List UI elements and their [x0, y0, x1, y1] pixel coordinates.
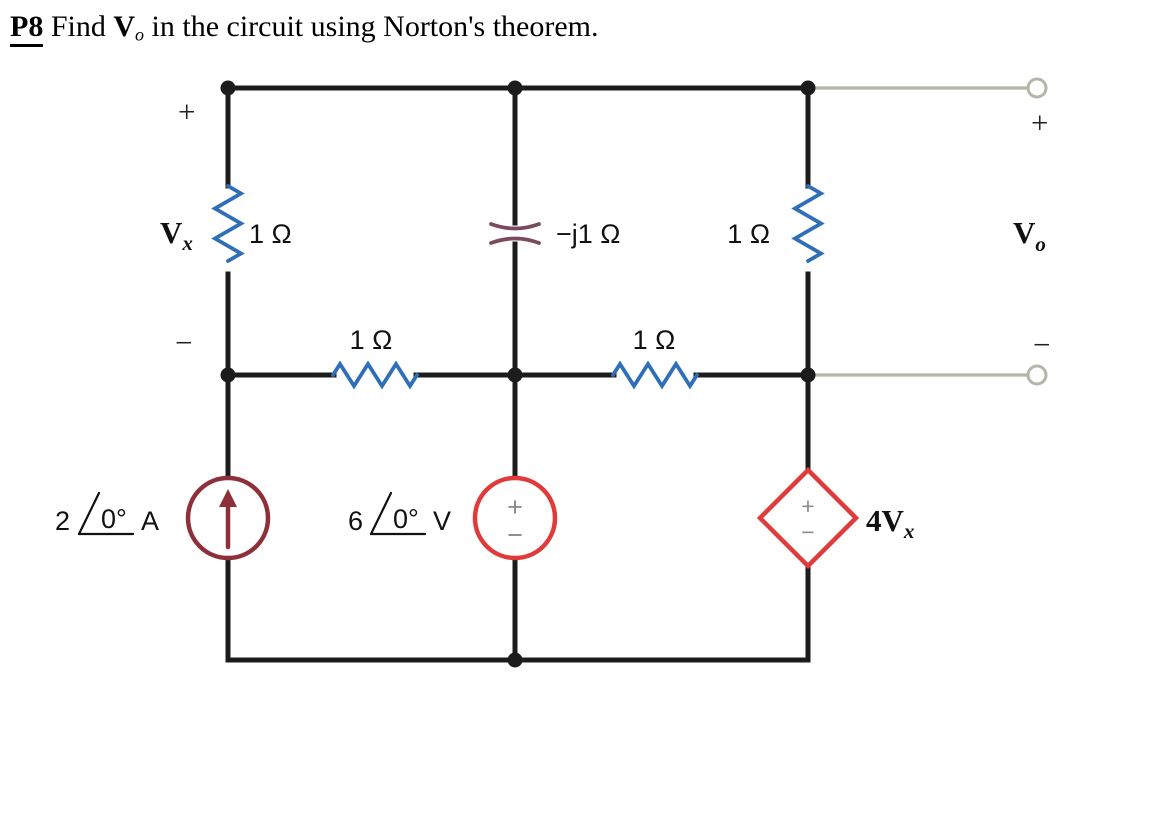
node-dot: [220, 80, 236, 96]
node-dot: [507, 80, 523, 96]
arrow-up-head-icon: [219, 489, 237, 507]
resistor-right-value: 1 Ω: [727, 219, 770, 249]
voltage-source-angle: 0°: [393, 504, 419, 534]
vx-minus-sign: −: [175, 325, 192, 360]
voltage-source-minus-sign: −: [507, 520, 523, 550]
current-source-angle: 0°: [101, 504, 127, 534]
angle-symbol-slash: [369, 491, 393, 536]
output-terminal-top: [1026, 77, 1048, 99]
resistor-mid-right-value: 1 Ω: [633, 325, 676, 355]
voltage-source-unit: V: [433, 506, 451, 536]
title-pre: Find: [50, 10, 106, 43]
voltage-source-circle: [472, 475, 558, 561]
capacitor-plate-top: [489, 222, 541, 231]
node-dot: [507, 367, 523, 383]
resistor-left-value: 1 Ω: [249, 219, 292, 249]
dependent-source-minus-sign: −: [801, 519, 814, 545]
voltage-source-magnitude: 6: [348, 506, 363, 536]
node-dot: [220, 367, 236, 383]
dependent-source-sub: x: [903, 519, 915, 543]
current-source-unit: A: [141, 506, 159, 536]
node-dot: [800, 367, 816, 383]
vo-label-sub: o: [1035, 232, 1046, 256]
title-vo-main: V: [113, 10, 136, 43]
node-dot: [800, 80, 816, 96]
dependent-source-plus-sign: +: [801, 493, 814, 519]
problem-id: P8: [10, 10, 44, 47]
dependent-source-coef: 4V: [866, 503, 905, 538]
title-vo-sub: o: [135, 24, 145, 45]
vo-label-main: V: [1013, 215, 1036, 250]
output-terminal-bottom: [1026, 364, 1048, 386]
resistor-mid-left: [331, 360, 419, 390]
vx-label-sub: x: [181, 231, 193, 255]
title-post: in the circuit using Norton's theorem.: [151, 10, 599, 43]
vo-minus-sign: −: [1033, 327, 1050, 362]
resistor-mid-left-value: 1 Ω: [350, 325, 393, 355]
angle-symbol-slash: [77, 491, 101, 536]
capacitor-value: −j1 Ω: [556, 219, 620, 249]
dependent-source-diamond: [756, 466, 860, 570]
voltage-source-plus-sign: +: [507, 492, 523, 522]
resistor-right: [791, 184, 825, 263]
dependent-source-label: 4Vx: [866, 503, 914, 543]
resistor-left: [211, 184, 245, 263]
resistor-mid-right: [611, 360, 699, 390]
vx-label: Vx: [160, 215, 193, 255]
vo-plus-sign: +: [1031, 105, 1048, 140]
title-vo: Vo: [113, 10, 145, 45]
current-source-magnitude: 2: [55, 506, 70, 536]
vx-plus-sign: +: [178, 94, 195, 129]
node-dot: [507, 652, 523, 668]
problem-title: P8 Find Vo in the circuit using Norton's…: [10, 10, 599, 47]
vx-label-main: V: [160, 215, 183, 250]
capacitor-plate-bottom: [489, 236, 541, 245]
vo-label: Vo: [1013, 215, 1046, 256]
